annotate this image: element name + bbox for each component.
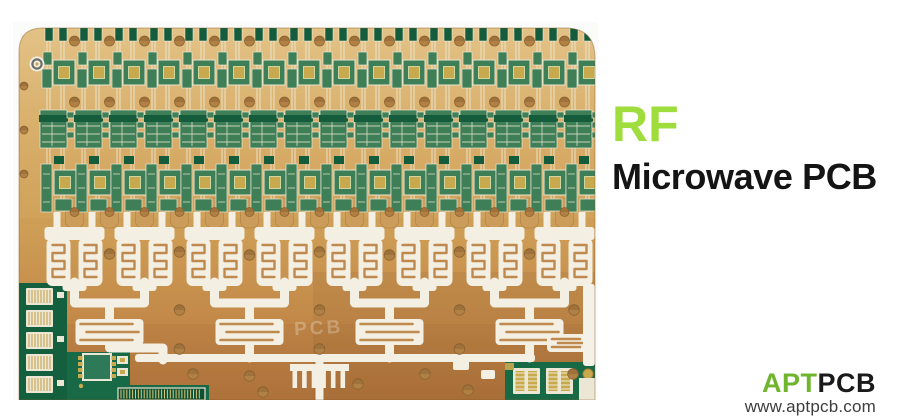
- brand-rest: PCB: [817, 368, 876, 398]
- brand-logo: APTPCB www.aptpcb.com: [744, 369, 876, 417]
- pcb-watermark: PCB: [294, 317, 344, 341]
- brand-name: APTPCB: [745, 369, 876, 397]
- pcb-panel-photo: PCB: [13, 22, 598, 400]
- headline-accent: RF: [612, 96, 679, 152]
- brand-accent: APT: [761, 368, 818, 398]
- headline-title: Microwave PCB: [612, 156, 877, 197]
- headline: RF Microwave PCB: [612, 99, 877, 195]
- brand-website: www.aptpcb.com: [744, 397, 876, 417]
